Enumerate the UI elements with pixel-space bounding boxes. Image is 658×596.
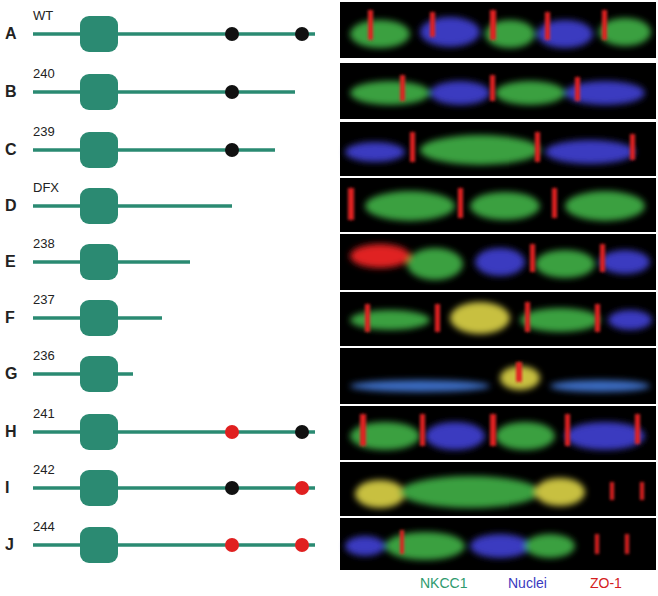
panel-letter: E (5, 253, 16, 271)
construct-name: 240 (33, 67, 55, 81)
panel-letter: A (5, 25, 17, 43)
construct-name: 237 (33, 293, 55, 307)
panel-letter: C (5, 141, 17, 159)
construct-name: 238 (33, 237, 55, 251)
construct-name: 244 (33, 520, 55, 534)
panel-letter: D (5, 197, 17, 215)
legend-entry: NKCC1 (420, 576, 467, 591)
construct-name: 236 (33, 349, 55, 363)
panel-letter: I (5, 479, 9, 497)
construct-name: DFX (33, 181, 59, 195)
legend-text: ZO-1 (590, 575, 622, 591)
legend-text: NKCC1 (420, 575, 467, 591)
legend-entry: Nuclei (508, 576, 547, 591)
construct-name: WT (33, 9, 53, 23)
legend-entry: ZO-1 (590, 576, 622, 591)
legend-text: Nuclei (508, 575, 547, 591)
construct-name: 242 (33, 463, 55, 477)
panel-letter: B (5, 83, 17, 101)
panel-letter: F (5, 309, 15, 327)
panel-letter: J (5, 536, 14, 554)
construct-name: 241 (33, 407, 55, 421)
panel-letter: G (5, 365, 17, 383)
panel-letter: H (5, 423, 17, 441)
construct-name: 239 (33, 125, 55, 139)
